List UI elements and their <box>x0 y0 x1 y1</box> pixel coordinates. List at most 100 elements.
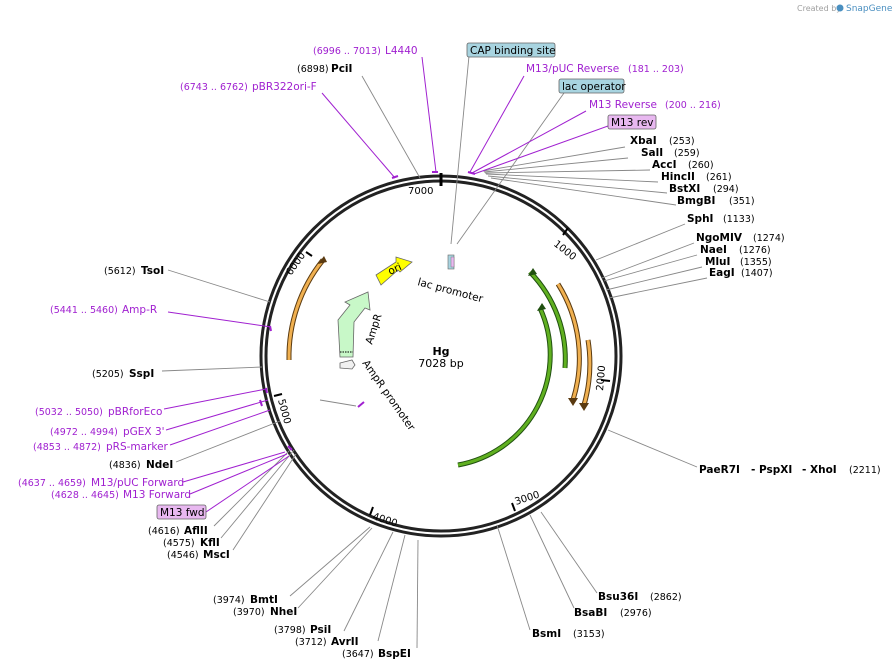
enzyme-pos-sali: (259) <box>674 148 700 159</box>
box-connectors <box>450 55 565 245</box>
enzyme-pos-eagi: (1407) <box>741 268 773 279</box>
m13-rev-label: M13 rev <box>611 117 654 129</box>
enzyme-bmti[interactable]: BmtI <box>250 594 278 606</box>
primer-pos-pgex3: (4972 .. 4994) <box>50 427 118 438</box>
primer-l4440[interactable]: L4440 <box>385 45 418 57</box>
primer-pbr322ori[interactable]: pBR322ori-F <box>252 81 317 93</box>
enzyme-kfli[interactable]: KflI <box>200 537 220 549</box>
enzyme-pcii[interactable]: PciI <box>331 63 352 75</box>
ampr-promoter-arrow[interactable] <box>339 359 356 370</box>
lac-operator-box[interactable] <box>558 78 625 94</box>
enzyme-ngomiv[interactable]: NgoMIV <box>696 232 743 244</box>
ori-arrow[interactable] <box>375 256 413 286</box>
enzyme-acci[interactable]: AccI <box>652 159 676 171</box>
enzyme-pos-msci: (4546) <box>167 550 199 561</box>
enzyme-bsabi[interactable]: BsaBI <box>574 607 607 619</box>
green-arc-1 <box>528 270 567 369</box>
orange-arrowhead-1 <box>568 398 578 406</box>
enzyme-aflii[interactable]: AflII <box>184 525 208 537</box>
enzyme-bspei[interactable]: BspEI <box>378 648 411 660</box>
ampr-promoter-label: AmpR promoter <box>360 358 418 434</box>
primer-m13-forward[interactable]: M13 Forward <box>123 489 191 501</box>
primer-labels: (6996 .. 7013) L4440 (6743 .. 6762) pBR3… <box>18 45 721 501</box>
enzyme-sspi[interactable]: SspI <box>129 368 154 380</box>
cap-binding-site-box[interactable] <box>466 42 556 58</box>
enzyme-hincii[interactable]: HincII <box>661 171 695 183</box>
enzyme-xbai[interactable]: XbaI <box>630 135 657 147</box>
ampr-arrow[interactable] <box>337 291 371 358</box>
enzyme-pos-nhei: (3970) <box>233 607 265 618</box>
enzyme-pos-kfli: (4575) <box>163 538 195 549</box>
enzyme-pos-ndei: (4836) <box>109 460 141 471</box>
enzyme-avrii[interactable]: AvrII <box>331 636 359 648</box>
primer-pos-pbrforeco: (5032 .. 5050) <box>35 407 103 418</box>
orange-arrowhead-3 <box>318 256 327 264</box>
enzyme-eagi[interactable]: EagI <box>709 267 735 279</box>
enzyme-tsoi[interactable]: TsoI <box>141 265 164 277</box>
ori-label: ori <box>386 261 403 278</box>
primer-pos-l4440: (6996 .. 7013) <box>313 46 381 57</box>
enzyme-pos-xbai: (253) <box>669 136 695 147</box>
enzyme-bsmi[interactable]: BsmI <box>532 628 561 640</box>
tick-label-3000: 3000 <box>514 490 542 508</box>
primer-amp-r[interactable]: Amp-R <box>122 304 157 316</box>
enzyme-bsu36i[interactable]: Bsu36I <box>598 591 638 603</box>
lac-promoter-label: lac promoter <box>416 276 485 305</box>
enzyme-pos-naei: (1276) <box>739 245 771 256</box>
enzyme-pos-bmti: (3974) <box>213 595 245 606</box>
enzyme-xhoi[interactable]: - XhoI <box>802 464 837 476</box>
enzyme-pos-bmgbi: (351) <box>729 196 755 207</box>
enzyme-pos-sspi: (5205) <box>92 369 124 380</box>
plasmid-name: Hg <box>432 345 449 358</box>
enzyme-pos-acci: (260) <box>688 160 714 171</box>
enzyme-pos-bspei: (3647) <box>342 649 374 660</box>
m13-rev-box[interactable] <box>607 114 657 130</box>
lac-operator-label: lac operator <box>562 81 626 93</box>
enzyme-naei[interactable]: NaeI <box>700 244 727 256</box>
primer-ticks <box>259 171 476 451</box>
m13-fwd-box[interactable] <box>156 504 207 520</box>
enzyme-connectors <box>161 75 708 649</box>
credit-brand: SnapGene <box>846 4 893 14</box>
primer-pos-m13-reverse: (200 .. 216) <box>665 100 721 111</box>
enzyme-bstxi[interactable]: BstXI <box>669 183 700 195</box>
snapgene-logo-icon <box>836 4 844 12</box>
green-arrowhead-2 <box>537 303 546 311</box>
enzyme-pos-paer7i: (2211) <box>849 465 881 476</box>
primer-pbrforeco[interactable]: pBRforEco <box>108 406 162 418</box>
enzyme-pos-tsoi: (5612) <box>104 266 136 277</box>
primer-prs-marker[interactable]: pRS-marker <box>106 441 169 453</box>
green-arc-2 <box>457 307 552 467</box>
enzyme-pos-bsu36i: (2862) <box>650 592 682 603</box>
enzyme-msci[interactable]: MscI <box>203 549 230 561</box>
orange-arrowhead-2 <box>579 403 589 411</box>
enzyme-psii[interactable]: PsiI <box>310 624 331 636</box>
enzyme-paer7i[interactable]: PaeR7I <box>699 464 740 476</box>
primer-pos-m13puc-forward: (4637 .. 4659) <box>18 478 86 489</box>
enzyme-pos-sphi: (1133) <box>723 214 755 225</box>
enzyme-ndei[interactable]: NdeI <box>146 459 173 471</box>
credit-prefix: Created by <box>797 4 841 13</box>
orange-arc-1 <box>556 283 581 401</box>
enzyme-bmgbi[interactable]: BmgBI <box>677 195 715 207</box>
enzyme-mlui[interactable]: MluI <box>705 256 730 268</box>
green-arc-outline-2 <box>457 306 553 468</box>
enzyme-pspxi[interactable]: - PspXI <box>751 464 792 476</box>
enzyme-nhei[interactable]: NheI <box>270 606 297 618</box>
primer-m13puc-reverse[interactable]: M13/pUC Reverse <box>526 63 619 75</box>
orange-arc-2 <box>582 339 592 406</box>
ampr-label: AmpR <box>363 312 384 346</box>
primer-m13puc-forward[interactable]: M13/pUC Forward <box>91 477 184 489</box>
enzyme-sphi[interactable]: SphI <box>687 213 713 225</box>
lac-box-2 <box>450 256 455 268</box>
enzyme-pos-mlui: (1355) <box>740 257 772 268</box>
enzyme-sali[interactable]: SalI <box>641 147 663 159</box>
enzyme-pos-pcii: (6898) <box>297 64 329 75</box>
orange-arc-3 <box>287 259 325 361</box>
enzyme-pos-hincii: (261) <box>706 172 732 183</box>
primer-m13-reverse[interactable]: M13 Reverse <box>589 99 657 111</box>
primer-pgex3[interactable]: pGEX 3' <box>123 426 165 438</box>
primer-pos-amp-r: (5441 .. 5460) <box>50 305 118 316</box>
